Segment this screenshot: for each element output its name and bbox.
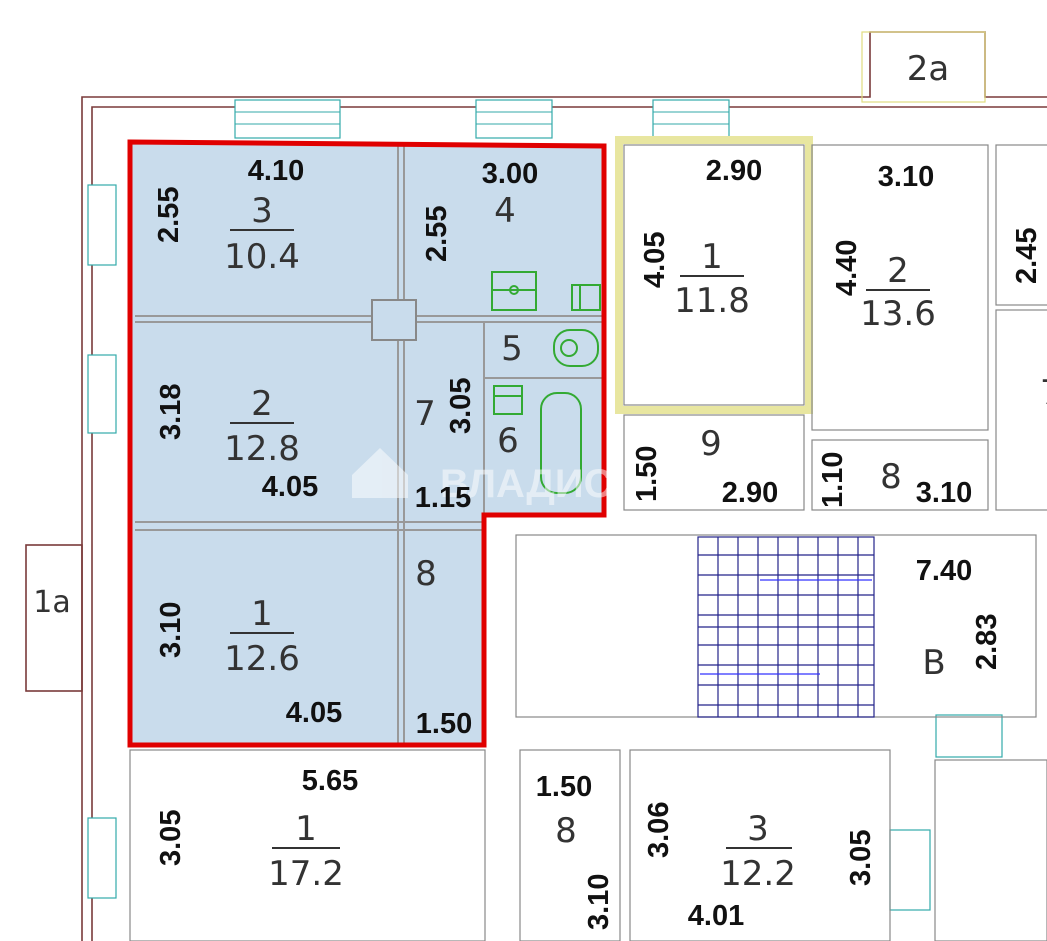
watermark-text: ВЛАДИС	[440, 462, 612, 506]
svg-text:2.90: 2.90	[706, 155, 762, 187]
svg-text:2.45: 2.45	[1011, 228, 1043, 284]
svg-text:1: 1	[295, 809, 317, 849]
apartment-highlight	[127, 139, 607, 748]
balcony-2a: 2а	[907, 49, 949, 89]
staircase	[697, 536, 875, 718]
room8-number: 8	[415, 554, 437, 594]
room2-width: 4.05	[262, 471, 318, 503]
lower-labels: 5.65 3.05 1 17.2 1.50 8 3.10 3.06 3 12.2…	[155, 765, 877, 932]
svg-text:1.50: 1.50	[631, 446, 663, 502]
neighbor-labels: 2а 1а 2.90 4.05 1 11.8 3.10 4.40 2 13.6 …	[33, 49, 1047, 683]
room8-width: 1.50	[416, 708, 472, 740]
svg-text:12.2: 12.2	[720, 854, 796, 894]
svg-text:9: 9	[700, 424, 722, 464]
room1-area: 12.6	[224, 639, 300, 679]
room4-width: 3.00	[482, 158, 538, 190]
svg-text:3: 3	[747, 809, 769, 849]
svg-text:3.06: 3.06	[643, 802, 675, 858]
apartment-labels: 4.10 2.55 3 10.4 3.00 2.55 4 5 6 7 3.05 …	[153, 155, 538, 740]
svg-text:5.65: 5.65	[302, 765, 358, 797]
svg-text:2.90: 2.90	[722, 477, 778, 509]
svg-text:4.01: 4.01	[688, 900, 744, 932]
plumbing-fixtures	[491, 271, 601, 494]
svg-text:1: 1	[701, 237, 723, 277]
svg-text:8: 8	[555, 811, 577, 851]
svg-text:3.05: 3.05	[155, 810, 187, 866]
svg-text:11.8: 11.8	[674, 281, 750, 321]
svg-text:В: В	[922, 643, 945, 683]
room7-height: 3.05	[445, 378, 477, 434]
room1-number: 1	[251, 594, 273, 634]
svg-text:13.6: 13.6	[860, 294, 936, 334]
room1-width: 4.05	[286, 697, 342, 729]
room3-width: 4.10	[248, 155, 304, 187]
room2-area: 12.8	[224, 429, 300, 469]
watermark-logo: ВЛАДИС	[352, 448, 612, 506]
room3-area: 10.4	[224, 237, 300, 277]
svg-text:1.10: 1.10	[817, 452, 849, 508]
room4-number: 4	[494, 191, 516, 231]
room3-height: 2.55	[153, 187, 185, 243]
neighbor-walls	[129, 136, 1047, 941]
room2-height: 3.18	[155, 384, 187, 440]
room1-height: 3.10	[155, 602, 187, 658]
room4-height: 2.55	[421, 206, 453, 262]
svg-text:3.05: 3.05	[845, 830, 877, 886]
svg-text:4.05: 4.05	[639, 232, 671, 288]
svg-text:7: 7	[1040, 373, 1047, 413]
room7-number: 7	[414, 394, 436, 434]
svg-text:3.10: 3.10	[878, 161, 934, 193]
svg-text:2.83: 2.83	[971, 614, 1003, 670]
room7-width: 1.15	[415, 482, 471, 514]
room5-number: 5	[501, 329, 523, 369]
svg-text:2: 2	[887, 251, 909, 291]
svg-text:8: 8	[880, 457, 902, 497]
svg-text:3.10: 3.10	[583, 874, 615, 930]
svg-text:1.50: 1.50	[536, 771, 592, 803]
room3-number: 3	[251, 191, 273, 231]
svg-text:3.10: 3.10	[916, 477, 972, 509]
windows	[87, 99, 1003, 911]
svg-text:7.40: 7.40	[916, 555, 972, 587]
room6-number: 6	[497, 421, 519, 461]
balcony-1a: 1а	[33, 585, 70, 620]
room2-number: 2	[251, 384, 273, 424]
svg-text:17.2: 17.2	[268, 854, 344, 894]
svg-text:4.40: 4.40	[831, 240, 863, 296]
